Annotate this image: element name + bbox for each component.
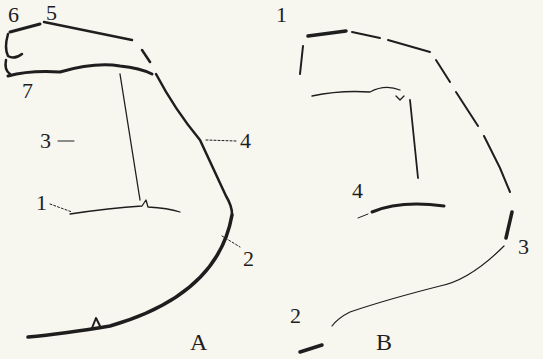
figure-letter: B bbox=[376, 330, 392, 354]
contour-line bbox=[352, 32, 430, 52]
callout-number: 1 bbox=[36, 192, 47, 214]
contour-line bbox=[28, 215, 232, 337]
contour-line bbox=[6, 34, 22, 58]
contour-line bbox=[300, 345, 322, 352]
arm-outline-b bbox=[300, 31, 512, 352]
contour-line bbox=[506, 212, 512, 238]
leader-line bbox=[206, 140, 236, 141]
contour-line bbox=[300, 46, 303, 74]
contour-line bbox=[358, 214, 368, 218]
contour-line bbox=[120, 74, 140, 200]
callout-number: 1 bbox=[276, 4, 287, 26]
contour-line bbox=[92, 318, 100, 328]
callout-number: 2 bbox=[290, 305, 301, 327]
callout-number: 7 bbox=[22, 80, 33, 102]
contour-line bbox=[156, 74, 232, 214]
contour-line bbox=[142, 50, 150, 62]
callout-number: 6 bbox=[8, 4, 19, 26]
contour-line bbox=[332, 246, 504, 326]
leader-line bbox=[58, 141, 74, 142]
callout-number: 2 bbox=[243, 248, 254, 270]
callout-number: 3 bbox=[40, 130, 51, 152]
contour-line bbox=[410, 100, 418, 178]
contour-line bbox=[372, 204, 444, 212]
contour-line bbox=[308, 31, 346, 36]
callout-number: 4 bbox=[352, 180, 363, 202]
contour-line bbox=[44, 22, 132, 40]
contour-line bbox=[436, 60, 510, 192]
contour-line bbox=[396, 96, 404, 100]
contour-line bbox=[6, 60, 11, 74]
figure-letter: A bbox=[190, 330, 207, 354]
contour-line bbox=[70, 200, 180, 214]
callout-number: 5 bbox=[46, 2, 57, 24]
leader-line bbox=[222, 236, 240, 247]
contour-line bbox=[8, 65, 152, 76]
leader-line bbox=[50, 204, 72, 212]
arm-outline-a bbox=[6, 22, 241, 337]
contour-line bbox=[312, 87, 400, 96]
callout-number: 4 bbox=[240, 130, 251, 152]
callout-number: 3 bbox=[518, 236, 529, 258]
